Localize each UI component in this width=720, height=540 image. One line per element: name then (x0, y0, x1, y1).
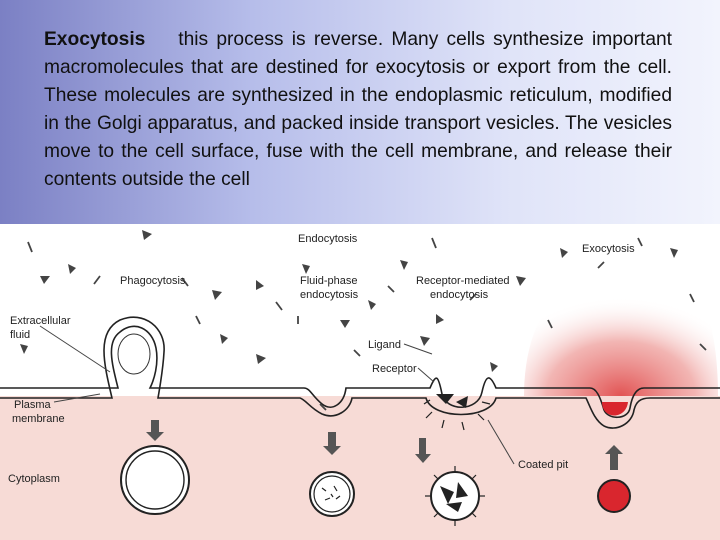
plasma-membrane (0, 316, 720, 429)
label-phagocytosis: Phagocytosis (120, 275, 186, 287)
extracellular-particles (20, 230, 678, 372)
diagram: Endocytosis Exocytosis Phagocytosis Flui… (0, 224, 720, 540)
arrows (146, 420, 623, 470)
text-block: Exocytosis this process is reverse. Many… (44, 26, 672, 194)
label-plasma-1: Plasma (14, 399, 52, 411)
leader-lines (39, 325, 515, 465)
label-ligand: Ligand (368, 339, 401, 351)
exocytosis-fusing-content (602, 402, 628, 416)
label-fluid-phase-1: Fluid-phase (300, 275, 357, 287)
exocytosis-glow (524, 254, 718, 396)
label-cytoplasm: Cytoplasm (8, 473, 60, 485)
cytoplasm-area (0, 396, 720, 540)
vesicle-pinosome (309, 471, 355, 517)
ligand-rods (27, 237, 707, 411)
vesicle-coated (425, 466, 485, 526)
label-fluid-phase-2: endocytosis (300, 289, 359, 301)
label-endocytosis: Endocytosis (298, 233, 358, 245)
label-extracellular-1: Extracellular (10, 315, 71, 327)
label-extracellular-2: fluid (10, 329, 30, 341)
label-exocytosis: Exocytosis (582, 243, 635, 255)
paragraph-body: this process is reverse. Many cells synt… (44, 29, 673, 190)
coated-pit (423, 394, 491, 431)
term-exocytosis: Exocytosis (44, 29, 146, 50)
label-receptor-mediated-1: Receptor-mediated (416, 275, 510, 287)
phagocytic-particle (117, 333, 151, 375)
label-receptor: Receptor (372, 363, 417, 375)
vesicle-phagosome (120, 445, 190, 515)
label-coated-pit: Coated pit (518, 459, 568, 471)
vesicle-secretory (597, 479, 631, 513)
label-receptor-mediated-2: endocytosis (430, 289, 489, 301)
label-plasma-2: membrane (12, 413, 65, 425)
